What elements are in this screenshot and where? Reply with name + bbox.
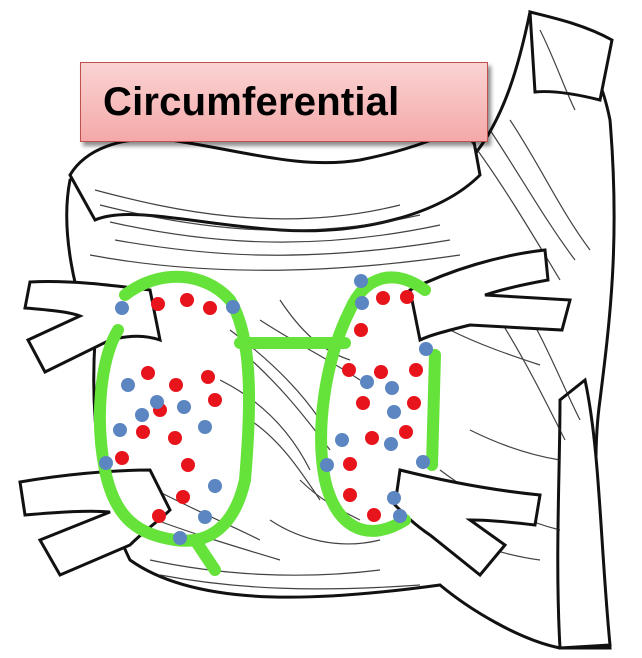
title-label-box: Circumferential (80, 62, 488, 142)
red-dot (169, 378, 183, 392)
blue-dot (115, 301, 129, 315)
red-dot (342, 363, 356, 377)
blue-dot (360, 375, 374, 389)
title-label: Circumferential (103, 80, 399, 125)
blue-dot (173, 531, 187, 545)
blue-dot (419, 342, 433, 356)
blue-dot (99, 456, 113, 470)
blue-dot (354, 274, 368, 288)
blue-dot (135, 408, 149, 422)
red-dot (374, 365, 388, 379)
red-dot (152, 509, 166, 523)
red-dot (354, 323, 368, 337)
blue-dot (393, 509, 407, 523)
blue-dot (387, 491, 401, 505)
red-dot (208, 393, 222, 407)
blue-dot (385, 381, 399, 395)
red-dot (376, 291, 390, 305)
red-dot (203, 301, 217, 315)
right-outer-arc (432, 355, 435, 465)
red-dot (343, 457, 357, 471)
red-dot (181, 458, 195, 472)
blue-dot (387, 405, 401, 419)
red-dot (141, 366, 155, 380)
red-dot (407, 396, 421, 410)
blue-dot (198, 420, 212, 434)
blue-dot (150, 395, 164, 409)
red-dot (180, 293, 194, 307)
blue-dot (320, 458, 334, 472)
red-dot (168, 431, 182, 445)
red-dot (399, 425, 413, 439)
red-dot (136, 425, 150, 439)
blue-dot (226, 300, 240, 314)
blue-dot (384, 437, 398, 451)
blue-dot (177, 400, 191, 414)
red-dot (356, 396, 370, 410)
blue-dot (121, 378, 135, 392)
red-dot (176, 490, 190, 504)
red-dot (365, 431, 379, 445)
blue-dot (355, 296, 369, 310)
blue-dot (416, 455, 430, 469)
red-dot (409, 363, 423, 377)
red-dot (151, 297, 165, 311)
red-dot (115, 451, 129, 465)
red-dot (400, 290, 414, 304)
blue-dot (113, 423, 127, 437)
red-dot (201, 370, 215, 384)
red-dot (367, 508, 381, 522)
blue-dot (198, 510, 212, 524)
red-dot (343, 488, 357, 502)
blue-dot (335, 433, 349, 447)
blue-dot (208, 479, 222, 493)
